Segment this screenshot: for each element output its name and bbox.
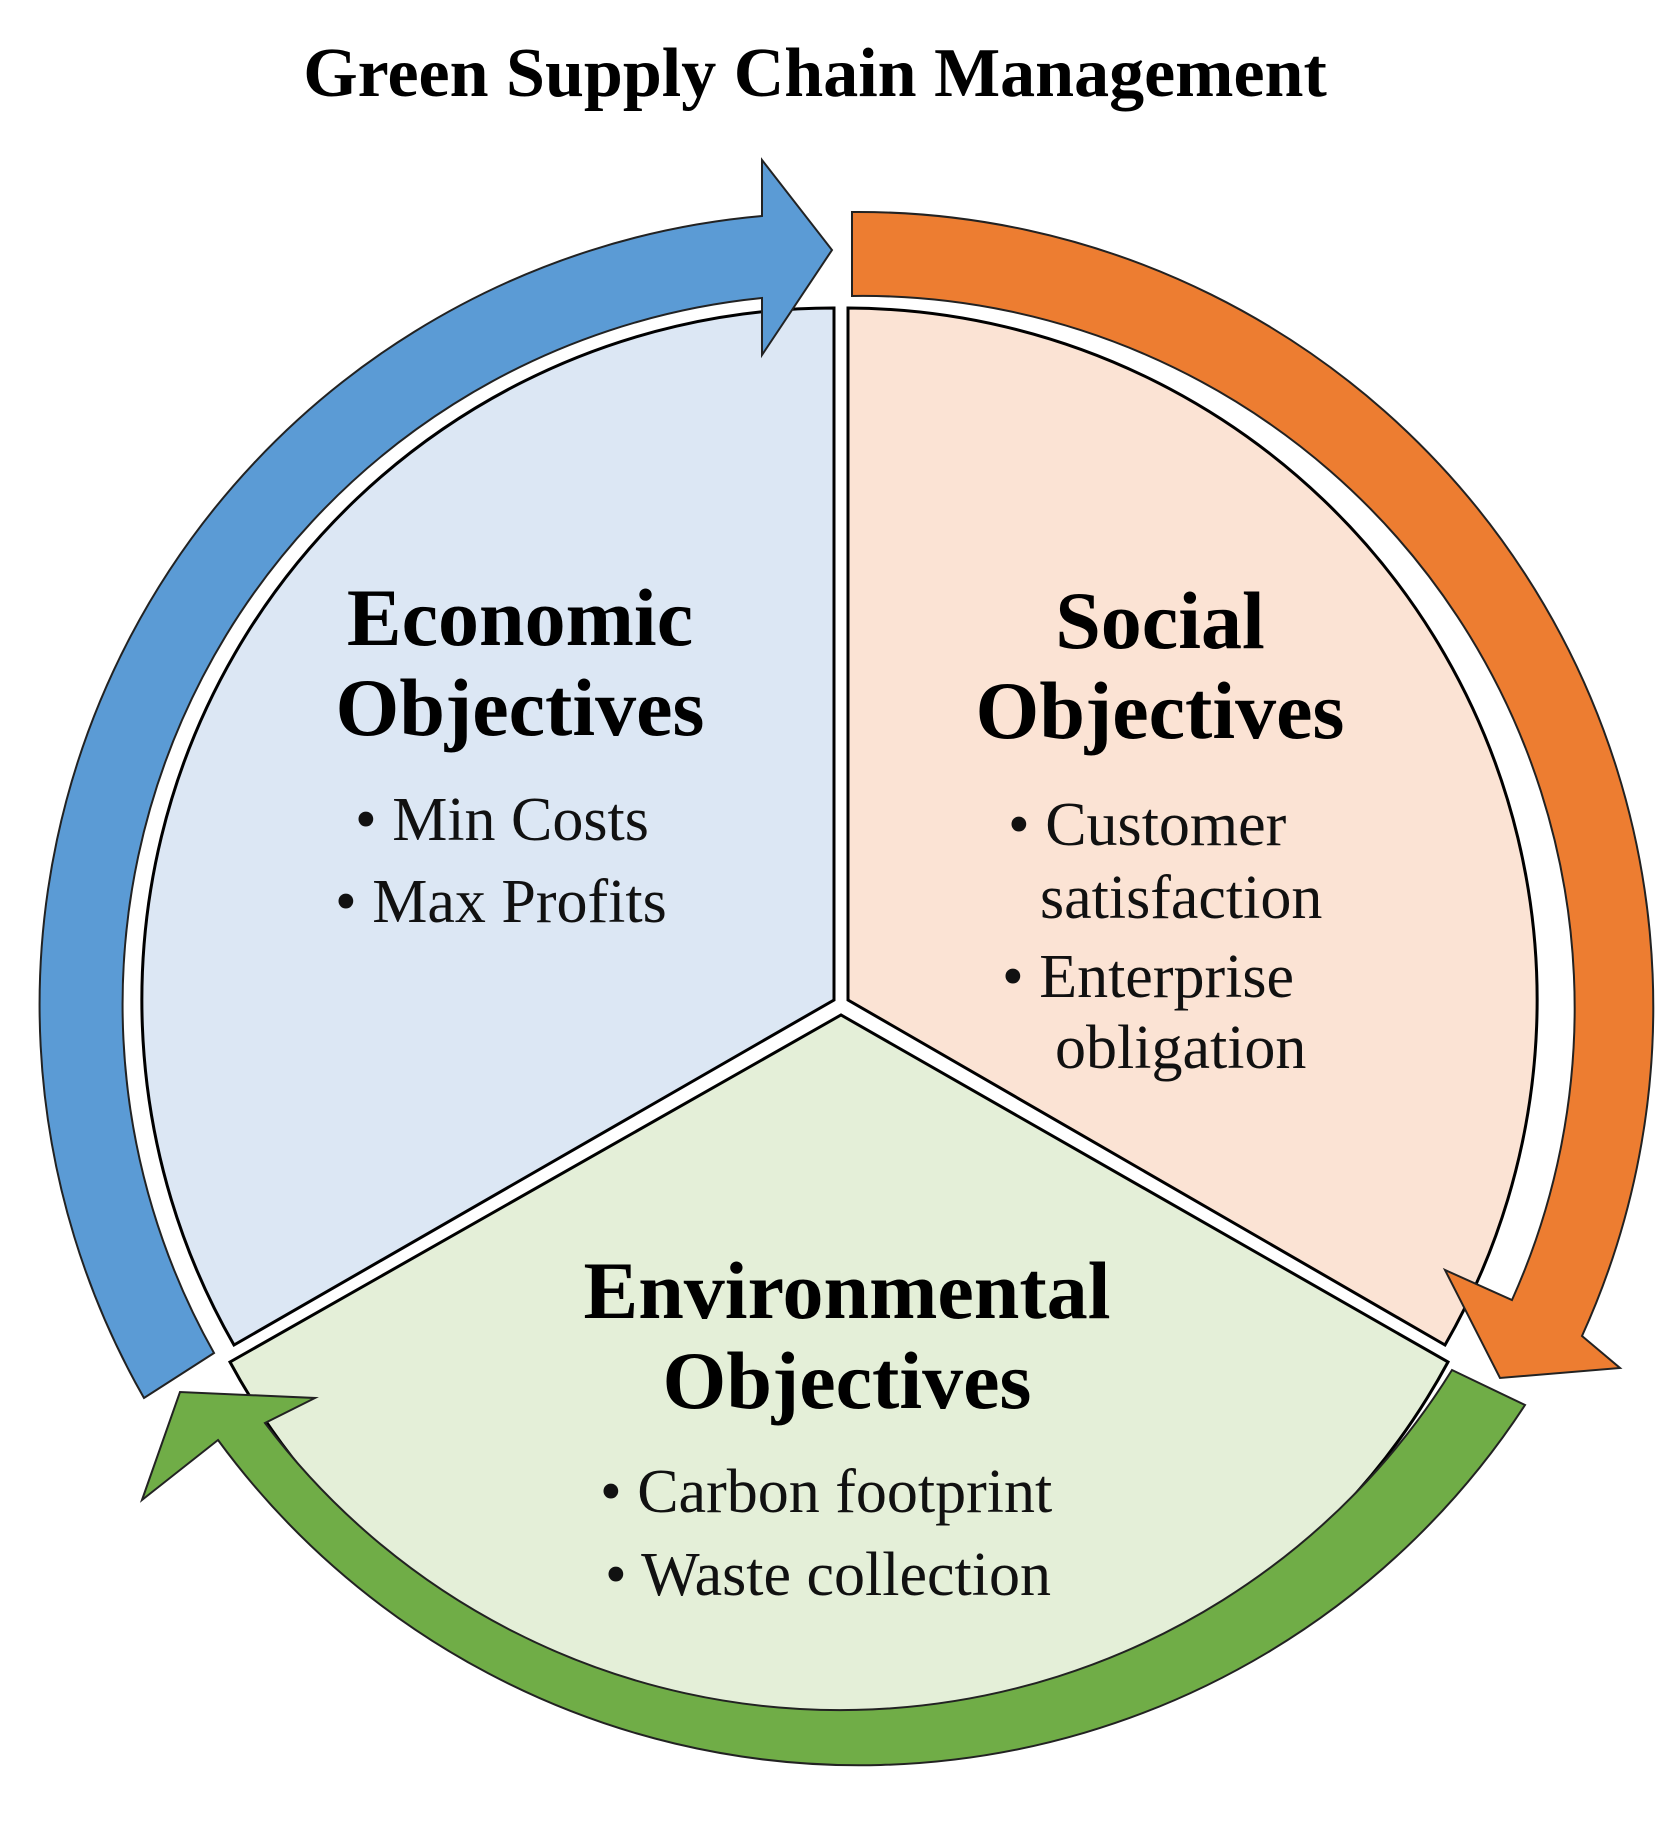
economic-arrow <box>38 157 834 1400</box>
social-bullet-1: • Customer <box>1008 791 1287 859</box>
environmental-objectives-group: Environmental Objectives • Carbon footpr… <box>584 1245 1111 1609</box>
economic-heading-line-2: Objectives <box>336 662 705 753</box>
social-bullet-2: • Enterprise <box>1002 943 1294 1011</box>
social-bullet-2-cont: obligation <box>1055 1014 1306 1082</box>
social-heading-line-2: Objectives <box>976 665 1345 756</box>
social-bullet-1-cont: satisfaction <box>1040 864 1322 932</box>
economic-objectives-group: Economic Objectives • Min Costs • Max Pr… <box>335 572 704 936</box>
environmental-bullet-1: • Carbon footprint <box>600 1458 1052 1526</box>
segment-social <box>846 306 1539 1348</box>
social-arrow <box>851 210 1655 1380</box>
economic-heading-line-1: Economic <box>347 572 693 663</box>
environmental-heading-line-2: Objectives <box>663 1335 1032 1426</box>
environmental-bullet-2: • Waste collection <box>605 1541 1051 1609</box>
environmental-heading-line-1: Environmental <box>584 1245 1111 1336</box>
environmental-arrow <box>139 1368 1527 1767</box>
economic-bullet-1: • Min Costs <box>355 786 649 854</box>
segment-economic <box>140 306 836 1348</box>
diagram-title: Green Supply Chain Management <box>303 35 1327 112</box>
economic-bullet-2: • Max Profits <box>335 868 667 936</box>
social-objectives-group: Social Objectives • Customer satisfactio… <box>976 575 1345 1082</box>
social-heading-line-1: Social <box>1055 575 1265 666</box>
